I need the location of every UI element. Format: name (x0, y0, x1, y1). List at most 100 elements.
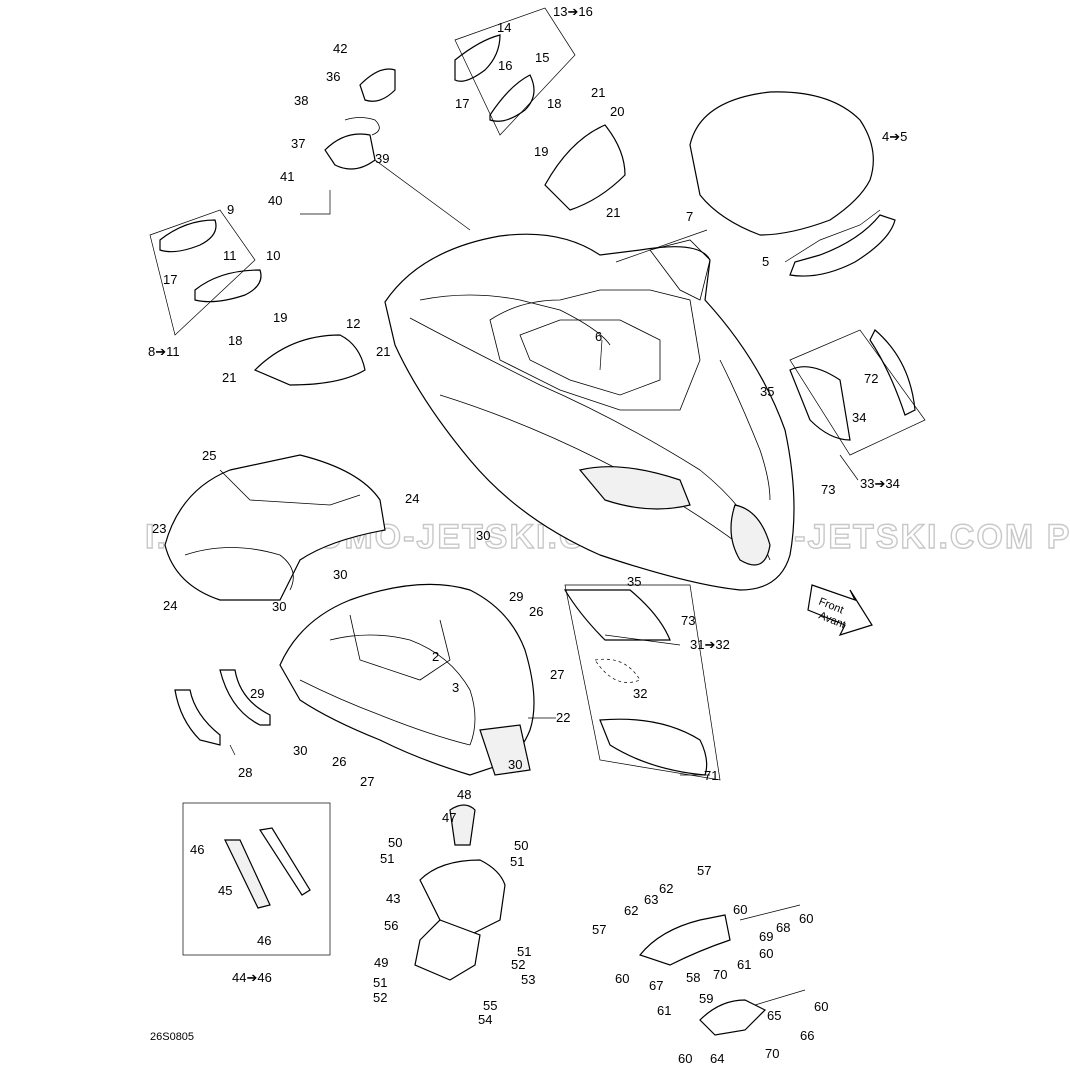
part-callout-label: 10 (266, 248, 280, 263)
part-callout-label: 58 (686, 970, 700, 985)
part-callout-label: 40 (268, 193, 282, 208)
steering-support (638, 904, 806, 1036)
part-callout-label: 32 (633, 686, 647, 701)
part-callout-label: 21 (591, 85, 605, 100)
part-callout-label: 46 (190, 842, 204, 857)
part-callout-label: 60 (678, 1051, 692, 1066)
part-callout-label: 30 (508, 757, 522, 772)
part-callout-label: 47 (442, 810, 456, 825)
part-callout-label: 59 (699, 991, 713, 1006)
part-callout-label: 23 (152, 521, 166, 536)
part-callout-label: 25 (202, 448, 216, 463)
part-callout-label: 51 (517, 944, 531, 959)
grab-straps (174, 669, 271, 746)
part-callout-label: 30 (333, 567, 347, 582)
front-arrow: Front Avant (807, 584, 873, 636)
drawing-code: 26S0805 (150, 1031, 194, 1043)
part-callout-label: 73 (681, 613, 695, 628)
part-callout-label: 35 (627, 574, 641, 589)
part-callout-label: 28 (238, 765, 252, 780)
part-callout-label: 57 (697, 863, 711, 878)
part-callout-label: 64 (710, 1051, 724, 1066)
part-callout-label: 65 (767, 1008, 781, 1023)
part-callout-label: 45 (218, 883, 232, 898)
part-callout-label: 13➔16 (553, 4, 593, 19)
part-callout-label: 46 (257, 933, 271, 948)
part-callout-label: 70 (713, 967, 727, 982)
part-callout-label: 60 (814, 999, 828, 1014)
part-callout-label: 26 (332, 754, 346, 769)
console-bracket (414, 804, 506, 981)
part-callout-label: 34 (852, 410, 866, 425)
part-callout-label: 60 (733, 902, 747, 917)
part-callout-label: 62 (659, 881, 673, 896)
part-callout-label: 52 (373, 990, 387, 1005)
part-callout-label: 17 (163, 272, 177, 287)
part-callout-label: 60 (799, 911, 813, 926)
part-callout-label: 22 (556, 710, 570, 725)
part-callout-label: 17 (455, 96, 469, 111)
part-callout-label: 66 (800, 1028, 814, 1043)
part-callout-label: 52 (511, 957, 525, 972)
part-callout-label: 73 (821, 482, 835, 497)
part-callout-label: 12 (346, 316, 360, 331)
part-callout-label: 54 (478, 1012, 492, 1027)
part-callout-label: 60 (615, 971, 629, 986)
part-callout-label: 63 (644, 892, 658, 907)
instrument-support (324, 68, 471, 231)
part-callout-label: 4➔5 (882, 129, 907, 144)
part-callout-label: 71 (704, 768, 718, 783)
part-callout-label: 30 (272, 599, 286, 614)
part-callout-label: 16 (498, 58, 512, 73)
inner-console (279, 583, 535, 776)
part-callout-label: 36 (326, 69, 340, 84)
part-callout-label: 21 (222, 370, 236, 385)
right-mirror (454, 7, 626, 211)
part-callout-label: 6 (595, 329, 602, 344)
part-callout-label: 51 (380, 851, 394, 866)
part-callout-label: 26 (529, 604, 543, 619)
part-callout-label: 72 (864, 371, 878, 386)
part-callout-label: 69 (759, 929, 773, 944)
part-callout-label: 41 (280, 169, 294, 184)
part-callout-label: 38 (294, 93, 308, 108)
part-callout-label: 27 (360, 774, 374, 789)
part-callout-label: 61 (737, 957, 751, 972)
storage-tray (164, 454, 386, 601)
part-callout-label: 70 (765, 1046, 779, 1061)
part-callout-label: 60 (759, 946, 773, 961)
part-callout-label: 51 (373, 975, 387, 990)
part-callout-label: 44➔46 (232, 970, 272, 985)
part-callout-label: 61 (657, 1003, 671, 1018)
part-callout-label: 24 (405, 491, 419, 506)
part-callout-label: 18 (228, 333, 242, 348)
part-callout-label: 19 (534, 144, 548, 159)
part-callout-label: 2 (432, 649, 439, 664)
part-callout-label: 8➔11 (148, 344, 180, 359)
part-callout-label: 68 (776, 920, 790, 935)
leader-lines (229, 190, 859, 776)
part-callout-label: 3 (452, 680, 459, 695)
part-callout-label: 51 (510, 854, 524, 869)
part-callout-label: 62 (624, 903, 638, 918)
part-callout-label: 43 (386, 891, 400, 906)
part-callout-label: 5 (762, 254, 769, 269)
part-callout-label: 11 (223, 248, 237, 263)
part-callout-label: 29 (250, 686, 264, 701)
part-callout-label: 31➔32 (690, 637, 730, 652)
part-callout-label: 56 (384, 918, 398, 933)
part-callout-label: 37 (291, 136, 305, 151)
part-callout-label: 30 (476, 528, 490, 543)
side-vent-left (563, 584, 721, 781)
part-callout-label: 35 (760, 384, 774, 399)
part-callout-label: 42 (333, 41, 347, 56)
part-callout-label: 24 (163, 598, 177, 613)
part-callout-label: 21 (606, 205, 620, 220)
part-callout-label: 18 (547, 96, 561, 111)
part-callout-label: 14 (497, 20, 511, 35)
part-callout-label: 50 (514, 838, 528, 853)
part-callout-label: 50 (388, 835, 402, 850)
part-callout-label: 33➔34 (860, 476, 900, 491)
part-callout-label: 53 (521, 972, 535, 987)
